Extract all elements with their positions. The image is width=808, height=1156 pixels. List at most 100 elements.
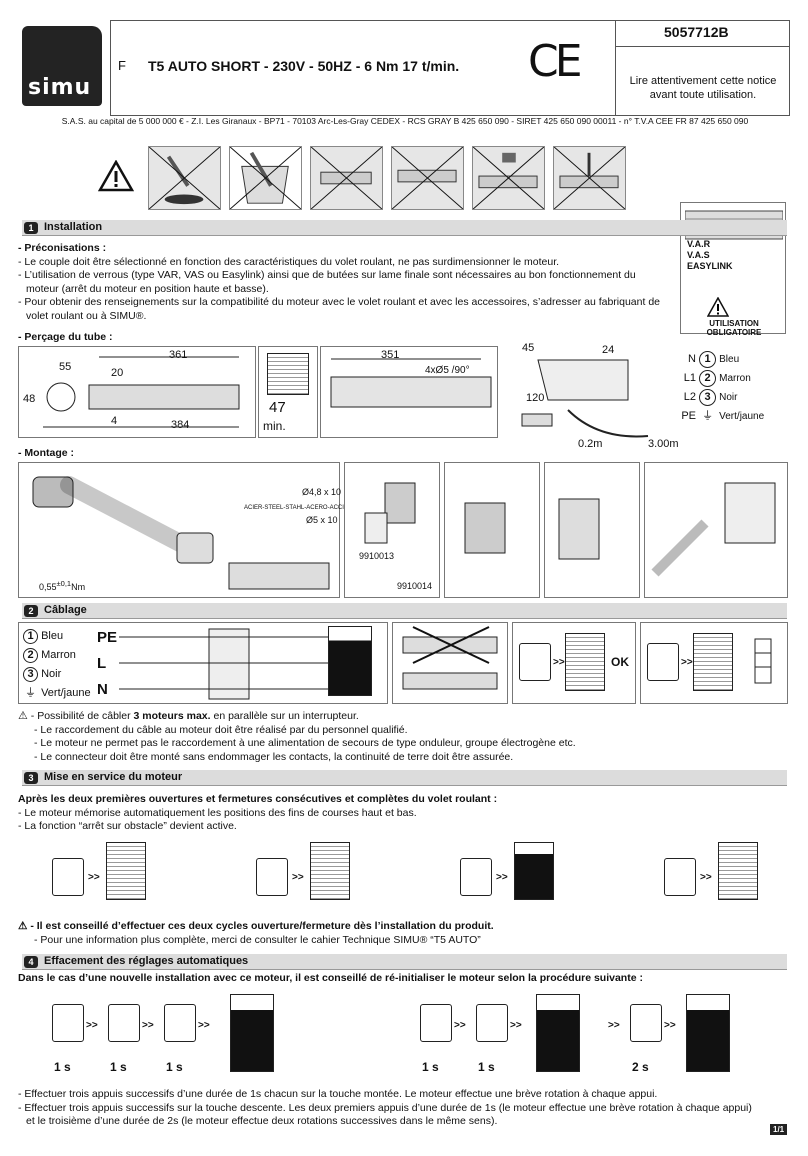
section-reset-bar: 4 Effacement des réglages automatiques (22, 954, 787, 970)
terminal-l: L (97, 655, 107, 672)
mounting-figure-4 (544, 462, 640, 598)
shutter-illustration (686, 994, 730, 1072)
recommendation-line: - Le couple doit être sélectionné en fon… (18, 255, 560, 268)
wire-row: N 1 Bleu (678, 350, 788, 369)
recommendation-line: volet roulant ou à SIMU®. (26, 309, 147, 322)
section-number: 1 (24, 222, 38, 234)
mandatory-use-label: UTILISATION OBLIGATOIRE (706, 319, 762, 337)
motor-dimensions-figure: 361 55 20 48 4 384 (18, 346, 256, 438)
legend-number: 1 (23, 629, 38, 644)
torque-spec: 0,55±0,1Nm (39, 579, 85, 592)
dim-120: 120 (526, 392, 545, 404)
reset-up-sequence: >> >> >> 1 s 1 s 1 s (52, 994, 312, 1080)
warning-icon (707, 297, 729, 317)
section-number: 4 (24, 956, 38, 968)
note-text: - Possibilité de câbler (30, 710, 134, 722)
commissioning-text: Après les deux premières ouvertures et f… (18, 793, 778, 834)
step-arrow: >> (664, 1020, 676, 1031)
control-switch (52, 1004, 84, 1042)
step-arrow: >> (454, 1020, 466, 1031)
warning-icon (98, 160, 134, 192)
cable-length-short: 0.2m (578, 438, 603, 450)
legend-row: ⏚ Vert/jaune (23, 684, 91, 703)
part-number-2: 9910014 (397, 581, 433, 591)
bracket-mount-drawing (464, 502, 506, 554)
lock-var: V.A.R (687, 239, 711, 249)
ce-mark: CE (528, 36, 583, 87)
dim-351: 351 (381, 349, 400, 361)
dim-361: 361 (169, 349, 188, 361)
plate-mount-drawing (558, 498, 600, 560)
lock-vas: V.A.S (687, 250, 710, 260)
commissioning-line: - La fonction “arrêt sur obstacle” devie… (18, 820, 237, 832)
shutter-close-illustration (718, 842, 758, 900)
simu-logo: simu (22, 26, 102, 106)
connector-mount-drawing (651, 482, 776, 577)
duration: 1 s (422, 1060, 439, 1074)
direction-check-figure: >> OK (512, 622, 636, 704)
wire-code: L2 (683, 391, 696, 403)
control-switch (108, 1004, 140, 1042)
section-number: 3 (24, 772, 38, 784)
legal-line: S.A.S. au capital de 5 000 000 € - Z.I. … (61, 116, 749, 126)
wiring-note: - Le raccordement du câble au moteur doi… (34, 723, 408, 736)
wire-row: L2 3 Noir (678, 388, 788, 407)
ok-label: OK (611, 655, 629, 669)
step-arrow: >> (510, 1020, 522, 1031)
cable-dimensions-figure: 45 24 120 0.2m 3.00m (508, 340, 679, 452)
section-number: 2 (24, 605, 38, 617)
holes-spec: 4xØ5 /90° (425, 365, 470, 376)
wire-code: PE (681, 410, 696, 422)
advice-text: - Il est conseillé d’effectuer ces deux … (30, 920, 494, 932)
wire-legend: N 1 Bleu L1 2 Marron L2 3 Noir PE ⏚ Vert… (678, 350, 788, 426)
wire-number: 1 (699, 351, 717, 368)
control-switch (476, 1004, 508, 1042)
document-reference: 5057712B (664, 24, 729, 40)
wire-color: Noir (719, 392, 738, 403)
legend-row: 1 Bleu (23, 627, 91, 646)
prohibited-cut-icon (391, 146, 464, 210)
dim-55: 55 (59, 361, 72, 373)
shutter-open-illustration (514, 842, 554, 900)
wire-code: L1 (683, 372, 696, 384)
torque-value: 0,55 (39, 582, 57, 592)
dim-45: 45 (522, 342, 535, 354)
prohibited-immersion-icon (229, 146, 302, 210)
commissioning-sequence: >> >> >> >> (52, 842, 772, 920)
product-title: T5 AUTO SHORT - 230V - 50HZ - 6 Nm 17 t/… (148, 58, 460, 74)
recommendation-line: - L’utilisation de verrous (type VAR, VA… (18, 269, 636, 281)
advice-line: ⚠ - Il est conseillé d’effectuer ces deu… (18, 920, 778, 934)
terminal-pe: PE (97, 629, 118, 646)
control-switch (630, 1004, 662, 1042)
tube-drilling-figure: 351 4xØ5 /90° (320, 346, 498, 438)
control-switch (519, 643, 551, 681)
step-arrow: >> (700, 872, 712, 883)
motor-insertion-drawing (32, 476, 330, 590)
shutter-illustration (267, 353, 309, 395)
dim-24: 24 (602, 344, 615, 356)
wire-row: L1 2 Marron (678, 369, 788, 388)
lock-easylink: EASYLINK (687, 261, 733, 271)
legend-label: Marron (41, 649, 76, 661)
screw-materials: ACIER-STEEL-STAHL-ACERO-ACCIAIO (244, 505, 355, 511)
direction-swap-figure: >> (640, 622, 788, 704)
shutter-min-figure: 47 min. (258, 346, 318, 438)
dim-48: 48 (23, 393, 36, 405)
step-arrow: >> (496, 872, 508, 883)
section-title: Mise en service du moteur (44, 771, 183, 783)
wire-number: 2 (699, 370, 717, 387)
mounting-figure-3 (444, 462, 540, 598)
legend-label: Noir (41, 668, 62, 680)
legend-number: 2 (23, 648, 38, 663)
reset-instructions: - Effectuer trois appuis successifs d’un… (18, 1088, 778, 1129)
step-arrow: >> (553, 657, 565, 668)
recommendations-title: - Préconisations : (18, 242, 107, 254)
wire-row: PE ⏚ Vert/jaune (678, 407, 788, 426)
shutter-open-illustration (106, 842, 146, 900)
terminal-n: N (97, 681, 108, 698)
reset-lead: Dans le cas d’une nouvelle installation … (18, 972, 643, 984)
control-switch (460, 858, 492, 896)
mounting-figure-5 (644, 462, 788, 598)
duration: 1 s (110, 1060, 127, 1074)
incorrect-cable-figure (392, 622, 508, 704)
